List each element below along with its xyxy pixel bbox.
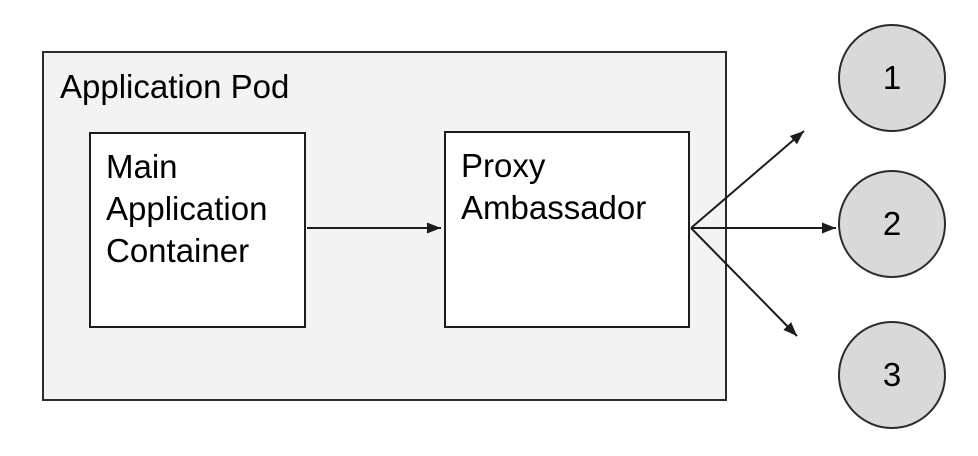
application-pod-label: Application Pod — [60, 68, 290, 105]
proxy-ambassador-label: Proxy Ambassador — [461, 147, 647, 226]
proxy-ambassador-box: Proxy Ambassador — [444, 131, 690, 328]
node-1-circle: 1 — [838, 24, 946, 132]
main-application-container-label: Main Application Container — [106, 148, 268, 269]
node-3-circle: 3 — [838, 321, 946, 429]
node-2-circle: 2 — [838, 170, 946, 278]
node-3-label: 3 — [882, 356, 902, 393]
main-application-container-box: Main Application Container — [89, 132, 306, 328]
node-1-label: 1 — [882, 59, 902, 96]
node-2-label: 2 — [882, 205, 902, 242]
